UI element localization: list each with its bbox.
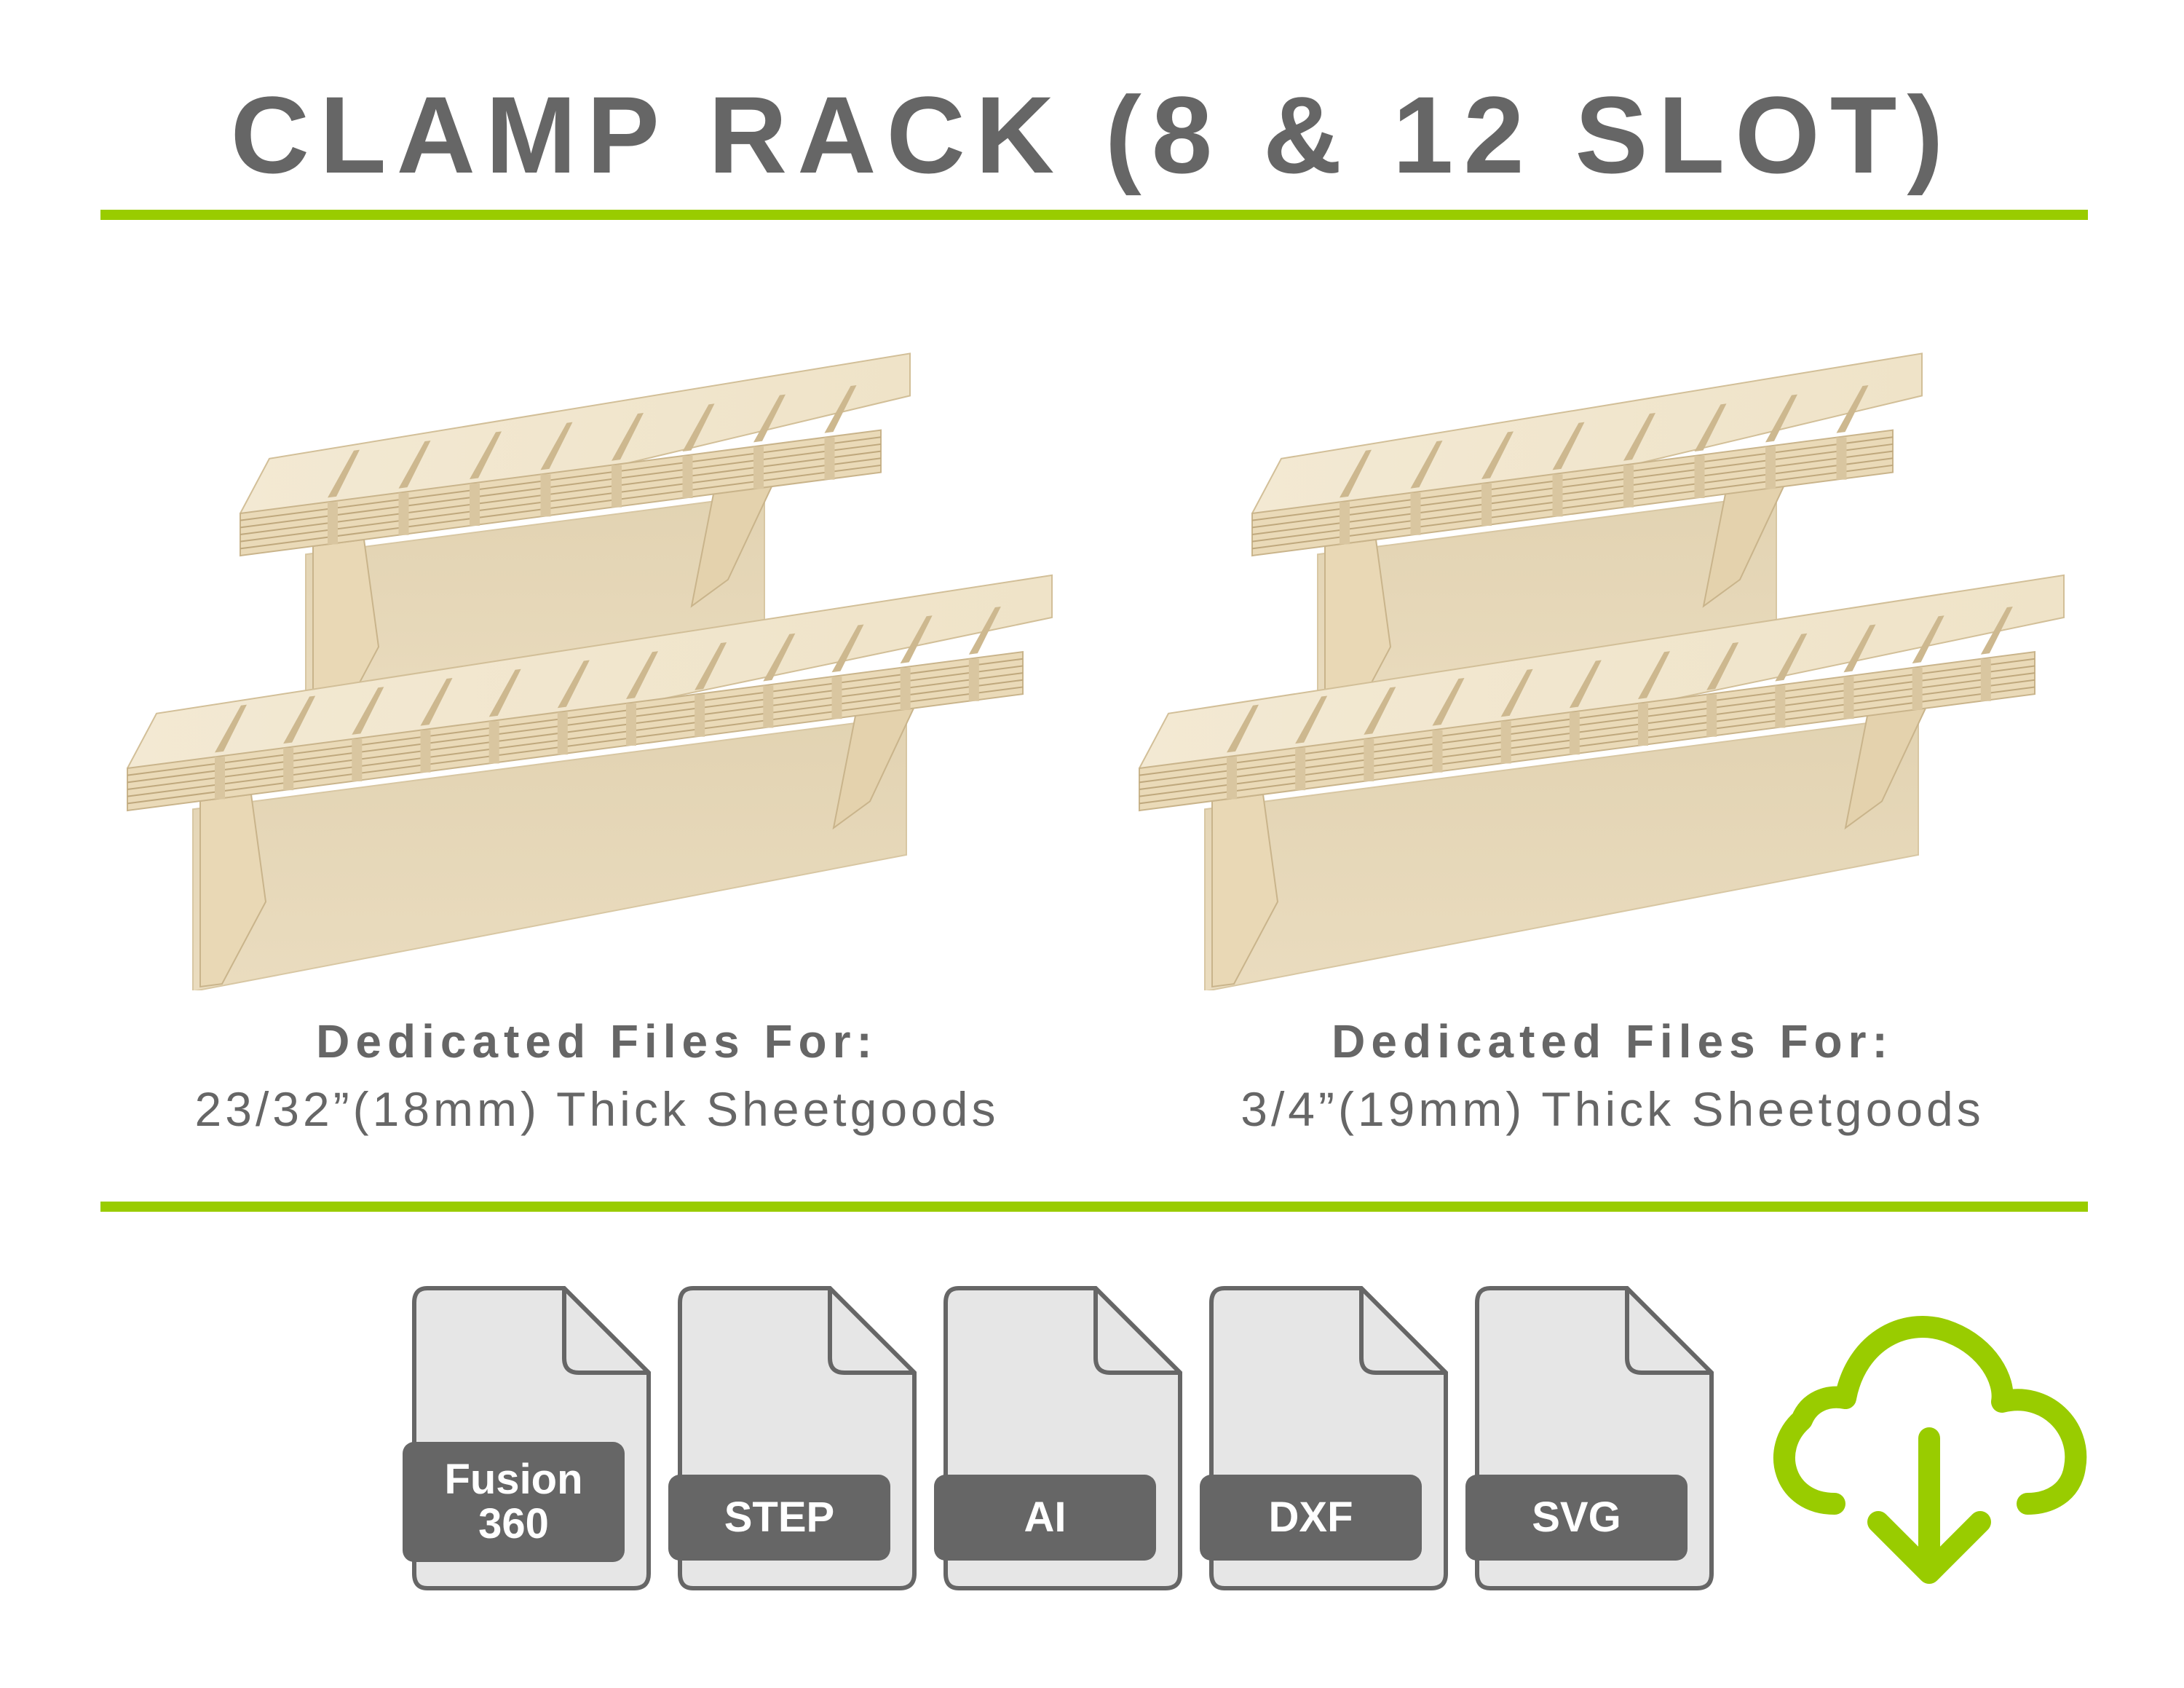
right-caption: Dedicated Files For: 3/4”(19mm) Thick Sh… (1139, 1018, 2086, 1133)
file-format-label: Fusion 360 (403, 1442, 625, 1562)
file-format-label: SVG (1465, 1475, 1688, 1561)
rack-illustrations (127, 352, 2065, 990)
top-divider (100, 210, 2088, 220)
file-format-step[interactable]: STEP (668, 1285, 917, 1591)
cloud-download-icon[interactable] (1754, 1253, 2104, 1606)
page-title: CLAMP RACK (8 & 12 SLOT) (230, 74, 1954, 196)
left-caption: Dedicated Files For: 23/32”(18mm) Thick … (124, 1018, 1070, 1133)
right-caption-heading: Dedicated Files For: (1332, 1015, 1894, 1068)
right-caption-spec: 3/4”(19mm) Thick Sheetgoods (1241, 1082, 1985, 1136)
rack-12-slot-left (127, 574, 1053, 990)
file-format-label: STEP (668, 1475, 890, 1561)
file-format-ai[interactable]: AI (934, 1285, 1183, 1591)
left-caption-spec: 23/32”(18mm) Thick Sheetgoods (194, 1082, 1000, 1136)
middle-divider (100, 1202, 2088, 1212)
file-format-fusion-360[interactable]: Fusion 360 (403, 1285, 652, 1591)
file-format-label: DXF (1200, 1475, 1422, 1561)
rack-12-slot-right (1139, 574, 2065, 990)
left-caption-heading: Dedicated Files For: (316, 1015, 878, 1068)
file-format-label: AI (934, 1475, 1156, 1561)
file-format-dxf[interactable]: DXF (1200, 1285, 1449, 1591)
file-format-svg[interactable]: SVG (1465, 1285, 1714, 1591)
